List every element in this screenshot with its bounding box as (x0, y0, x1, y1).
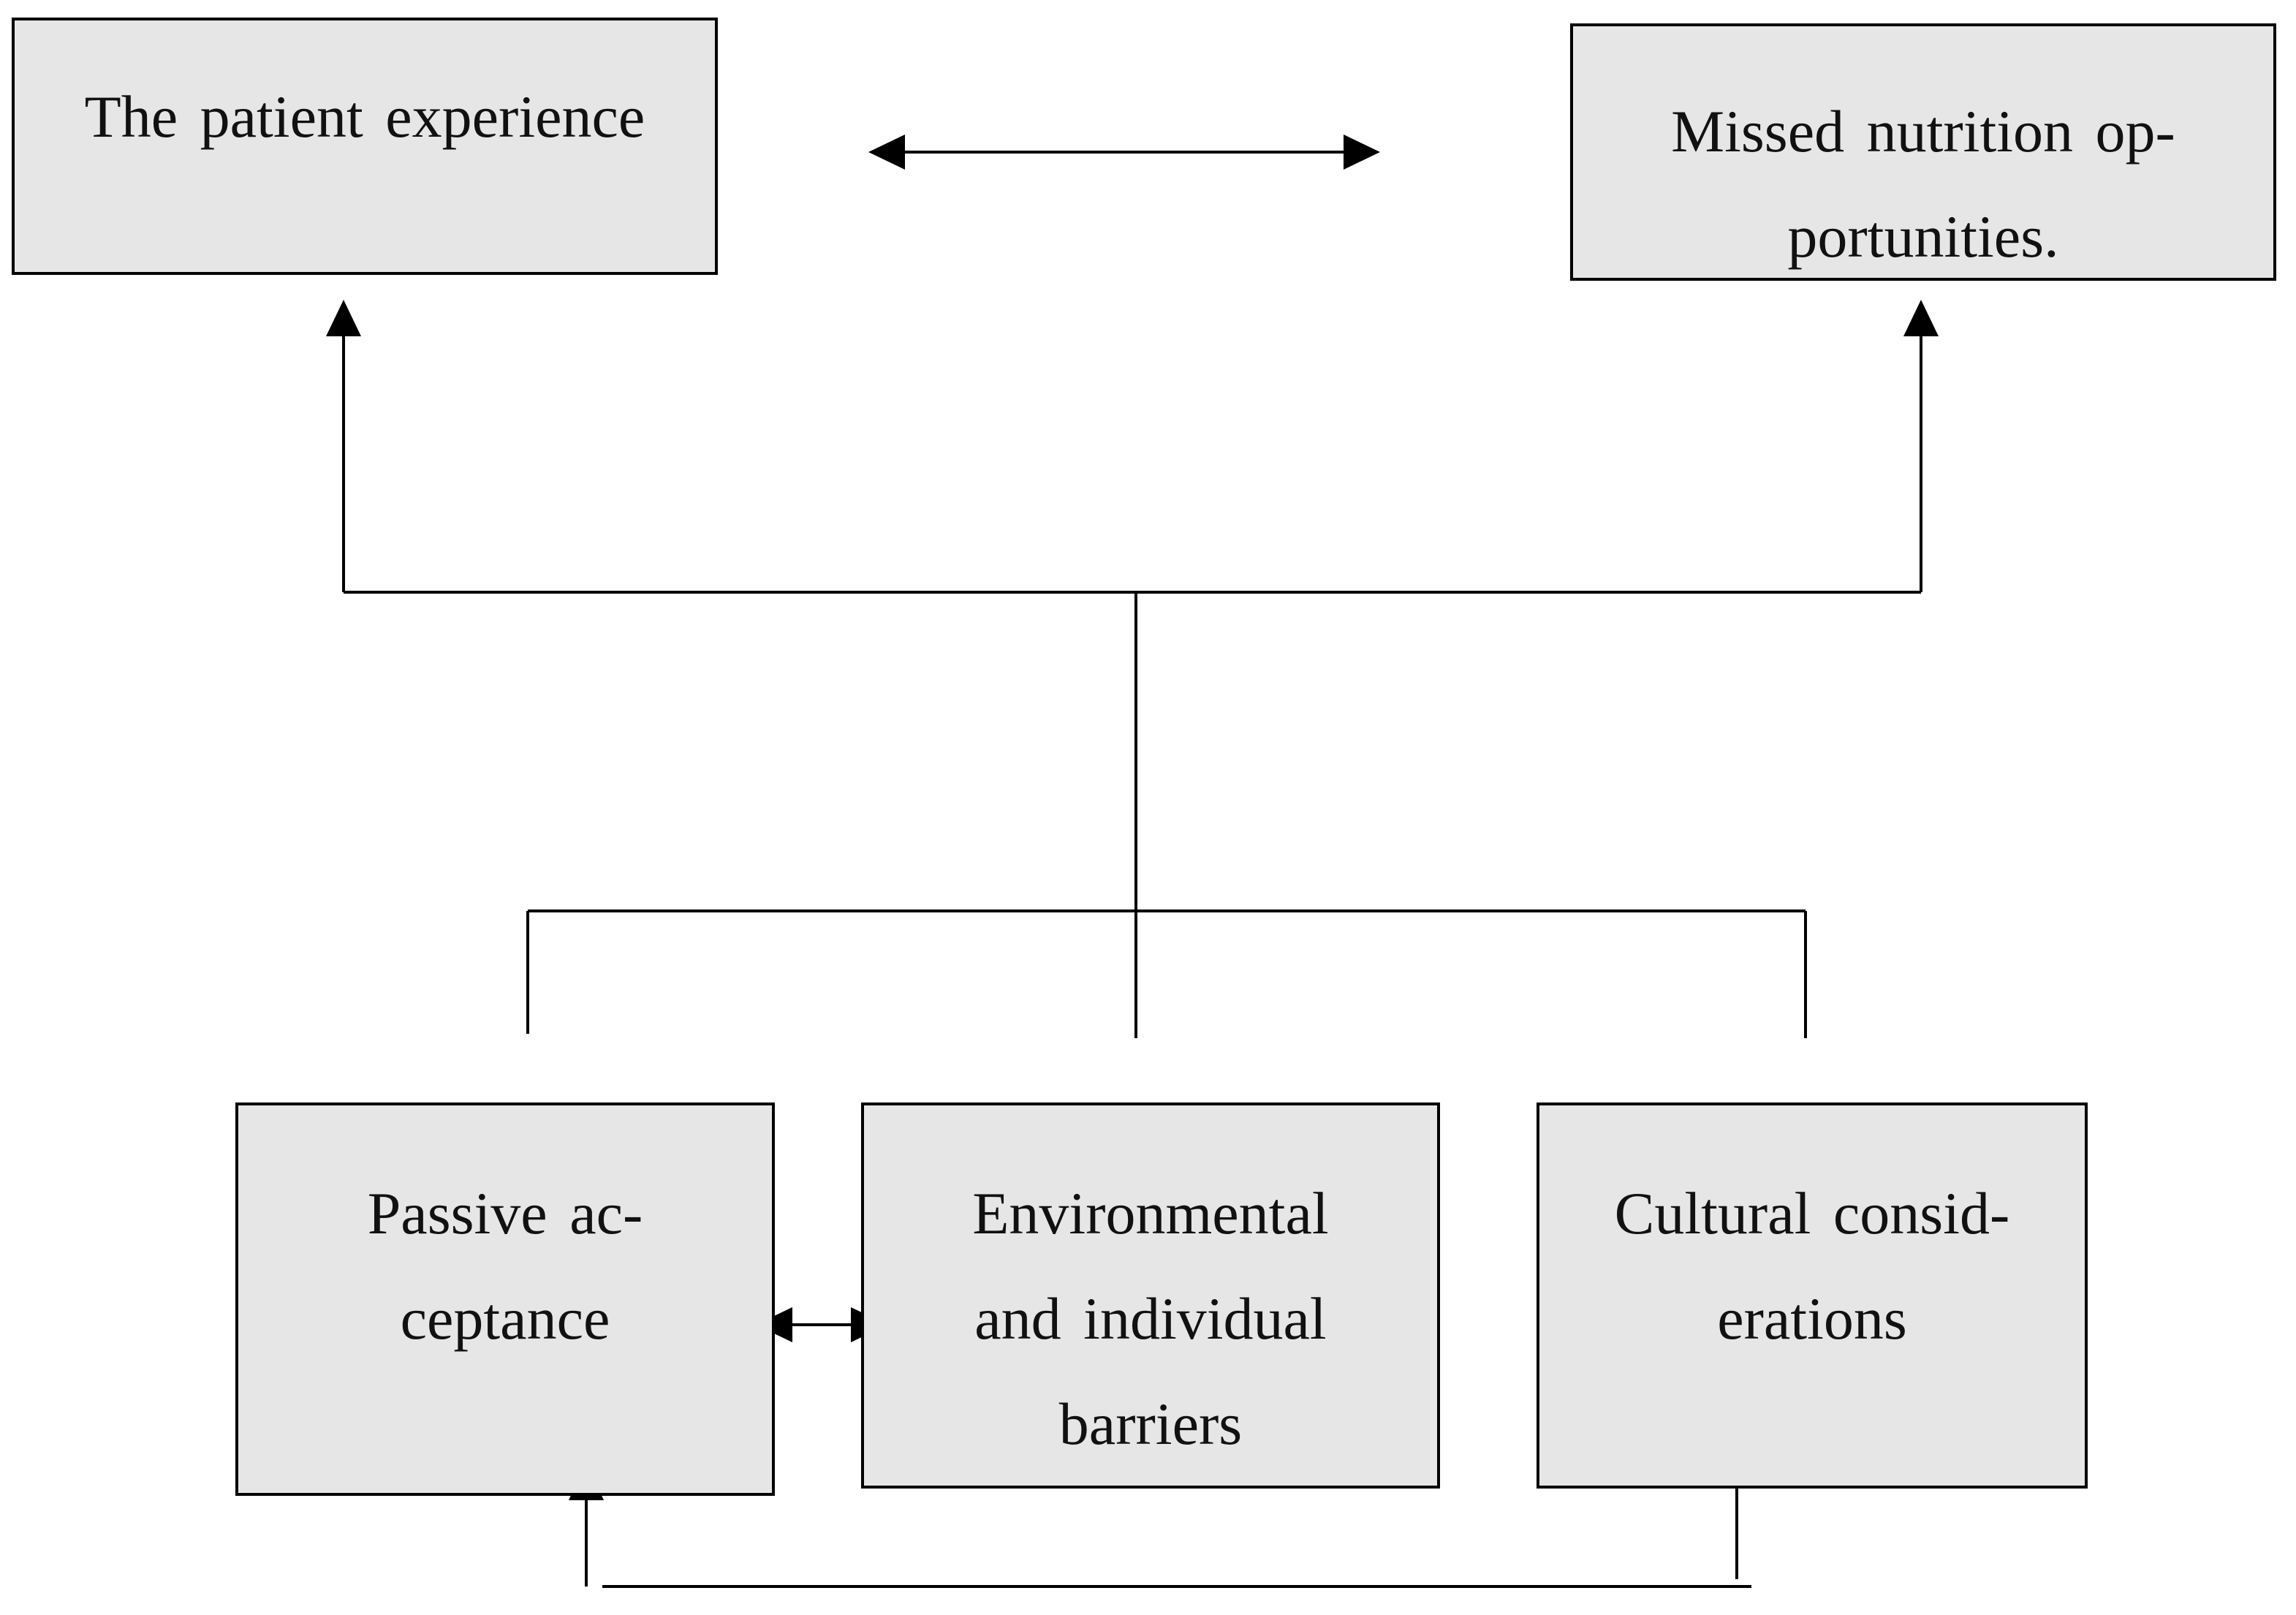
arrowhead-left-icon (868, 135, 905, 170)
box-patient-experience: The patient experience (12, 18, 718, 275)
box-passive-acceptance: Passive ac- ceptance (235, 1102, 775, 1496)
box-environmental-and-individual-barriers: Environmental and individual barriers (861, 1102, 1440, 1489)
box-cultural-considerations: Cultural consid- erations (1537, 1102, 2088, 1489)
arrowhead-up-icon (1903, 300, 1939, 336)
box-label-line: ceptance (400, 1285, 610, 1352)
box-label-line: Passive ac- (367, 1180, 643, 1247)
box-label-line: Environmental (972, 1180, 1329, 1247)
box-label-line: barriers (1058, 1391, 1243, 1457)
box-label-line: and individual (974, 1285, 1327, 1352)
box-label-line: erations (1717, 1285, 1907, 1352)
box-label-line: Missed nutrition op- (1671, 98, 2175, 164)
arrowhead-up-icon (326, 300, 361, 336)
box-label-line: The patient experience (84, 83, 645, 150)
box-label-line: portunities. (1787, 203, 2059, 270)
box-label-line: Cultural consid- (1614, 1180, 2010, 1247)
box-missed-nutrition-opportunities: Missed nutrition op- portunities. (1570, 23, 2276, 281)
arrowhead-right-icon (1344, 135, 1380, 170)
